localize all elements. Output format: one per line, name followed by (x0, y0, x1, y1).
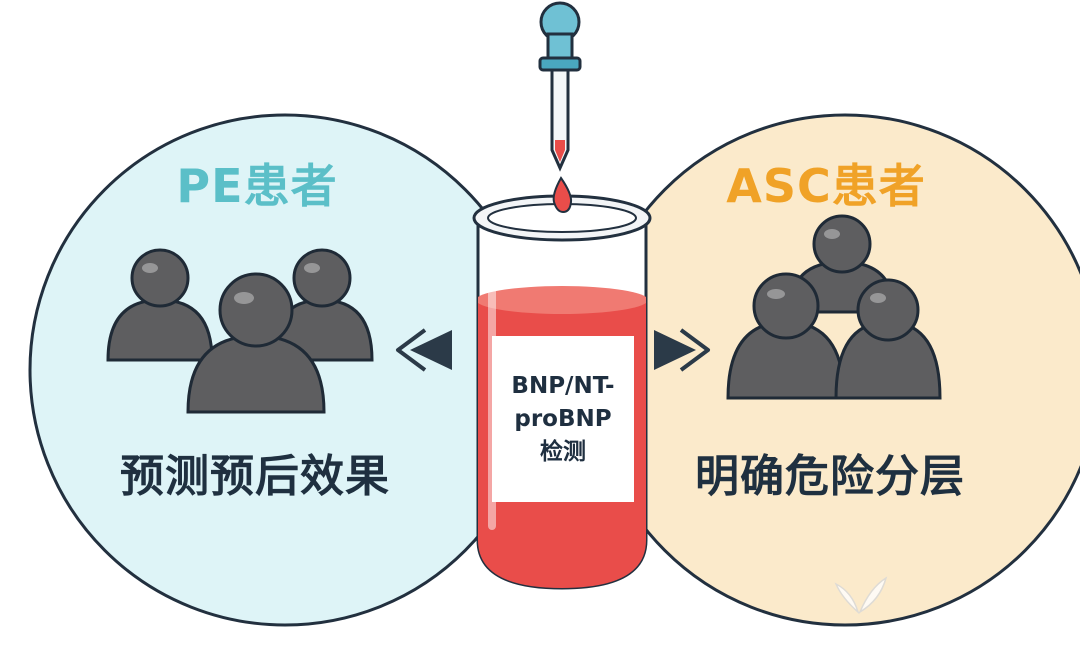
tube-label-line2: proBNP (514, 405, 612, 432)
asc-patient-title: ASC患者 (726, 159, 926, 213)
pe-patient-title: PE患者 (176, 159, 338, 213)
right-arrow-icon (654, 328, 710, 372)
tube-label-line1: BNP/NT- (511, 372, 615, 399)
pe-outcome-caption: 预测预后效果 (120, 451, 390, 502)
left-people-group-icon (106, 248, 374, 414)
dropper-icon (538, 1, 582, 214)
watermark-leaf-icon (834, 576, 888, 615)
tube-label-line3: 检测 (540, 438, 586, 465)
test-tube-icon (472, 194, 652, 590)
asc-risk-caption: 明确危险分层 (695, 451, 965, 502)
tube-label-card (492, 336, 634, 502)
right-people-group-icon (726, 214, 942, 400)
left-arrow-icon (396, 328, 452, 372)
tube-label: BNP/NT- proBNP 检测 (492, 336, 634, 502)
